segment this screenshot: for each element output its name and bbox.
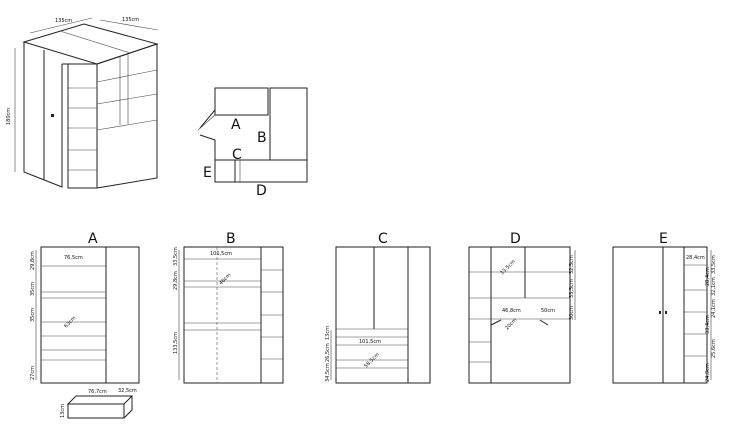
svg-text:13cm: 13cm <box>325 326 331 340</box>
svg-text:33,5cm: 33,5cm <box>173 247 179 266</box>
top-seam <box>59 30 131 54</box>
panel-d: D 33,5cm 32,5cm 33,5cm 46,8cm 50cm 20cm … <box>468 231 576 384</box>
plan-block-e <box>214 159 236 183</box>
plan-label-b: B <box>257 130 267 146</box>
svg-text:24,1cm: 24,1cm <box>711 299 717 318</box>
panel-c-title: C <box>378 231 388 247</box>
svg-text:29,8cm: 29,8cm <box>30 251 36 270</box>
svg-text:28,4cm: 28,4cm <box>705 267 711 286</box>
svg-text:101,5cm: 101,5cm <box>210 251 232 257</box>
depth-label: 135cm <box>122 17 139 23</box>
panel-d-title: D <box>510 231 521 247</box>
tall-door-left <box>23 42 63 188</box>
svg-text:33,5cm: 33,5cm <box>499 259 517 277</box>
plan-label-c: C <box>232 147 242 163</box>
plan-block-b <box>269 87 308 161</box>
svg-text:35cm: 35cm <box>30 308 36 322</box>
plan-block-a <box>214 87 269 116</box>
svg-text:28,4cm: 28,4cm <box>686 255 705 261</box>
corner-unit <box>96 43 158 189</box>
depth-dim-line <box>99 19 159 31</box>
svg-text:46,8cm: 46,8cm <box>502 308 521 314</box>
svg-text:32,1cm: 32,1cm <box>711 277 717 296</box>
svg-text:33,4cm: 33,4cm <box>705 315 711 334</box>
svg-text:133,5cm: 133,5cm <box>173 332 179 354</box>
svg-text:26,5cm: 26,5cm <box>325 343 331 362</box>
svg-text:35cm: 35cm <box>30 282 36 296</box>
height-label: 180cm <box>6 108 12 125</box>
width-label: 135cm <box>55 18 72 24</box>
svg-text:32,5cm: 32,5cm <box>118 388 137 394</box>
svg-text:27cm: 27cm <box>30 366 36 380</box>
plan-view: A B C D E <box>197 87 308 199</box>
overview-3d: 135cm 135cm 180cm <box>6 17 159 189</box>
panel-b: B 101,5cm 33,5cm 29,8cm 46cm 133,5cm <box>173 231 284 384</box>
panel-c: C 101,5cm 58,5cm 13cm 26,5cm 34,5cm <box>325 231 431 384</box>
panel-a-title: A <box>88 231 98 247</box>
svg-text:34,5cm: 34,5cm <box>325 363 331 382</box>
width-dim-line <box>29 17 93 34</box>
svg-text:76,7cm: 76,7cm <box>88 389 107 395</box>
svg-text:101,5cm: 101,5cm <box>359 339 381 345</box>
svg-text:13cm: 13cm <box>60 404 66 418</box>
svg-text:58,5cm: 58,5cm <box>363 352 381 370</box>
svg-text:20cm: 20cm <box>504 317 518 331</box>
panel-b-title: B <box>226 231 236 247</box>
svg-text:25,6cm: 25,6cm <box>711 339 717 358</box>
svg-text:63cm: 63cm <box>63 315 77 329</box>
door-handle-left <box>659 311 661 314</box>
svg-text:29,8cm: 29,8cm <box>173 271 179 290</box>
plan-label-d: D <box>256 183 267 199</box>
plan-block-d <box>234 159 308 183</box>
door-handle <box>51 114 54 117</box>
svg-text:33,5cm: 33,5cm <box>711 255 717 274</box>
door-handle-right <box>665 311 667 314</box>
panel-a: A 76,5cm 29,8cm 35cm 35cm 63cm 27cm 76,7… <box>30 231 140 419</box>
shelf-column <box>67 64 97 189</box>
svg-text:76,5cm: 76,5cm <box>64 255 83 261</box>
drawer-a: 76,7cm 32,5cm 13cm <box>60 388 137 419</box>
panel-e: E 28,4cm 33,5cm 32,1cm 24,1cm 28,4cm 33,… <box>612 231 717 384</box>
plan-label-e: E <box>203 165 212 181</box>
svg-text:24,9cm: 24,9cm <box>705 363 711 382</box>
svg-text:50cm: 50cm <box>541 308 555 314</box>
svg-text:30cm: 30cm <box>569 306 575 320</box>
svg-text:32,5cm: 32,5cm <box>569 255 575 274</box>
plan-label-a: A <box>231 117 241 133</box>
svg-text:46cm: 46cm <box>218 272 232 286</box>
panel-e-title: E <box>659 231 668 247</box>
svg-text:33,5cm: 33,5cm <box>569 279 575 298</box>
